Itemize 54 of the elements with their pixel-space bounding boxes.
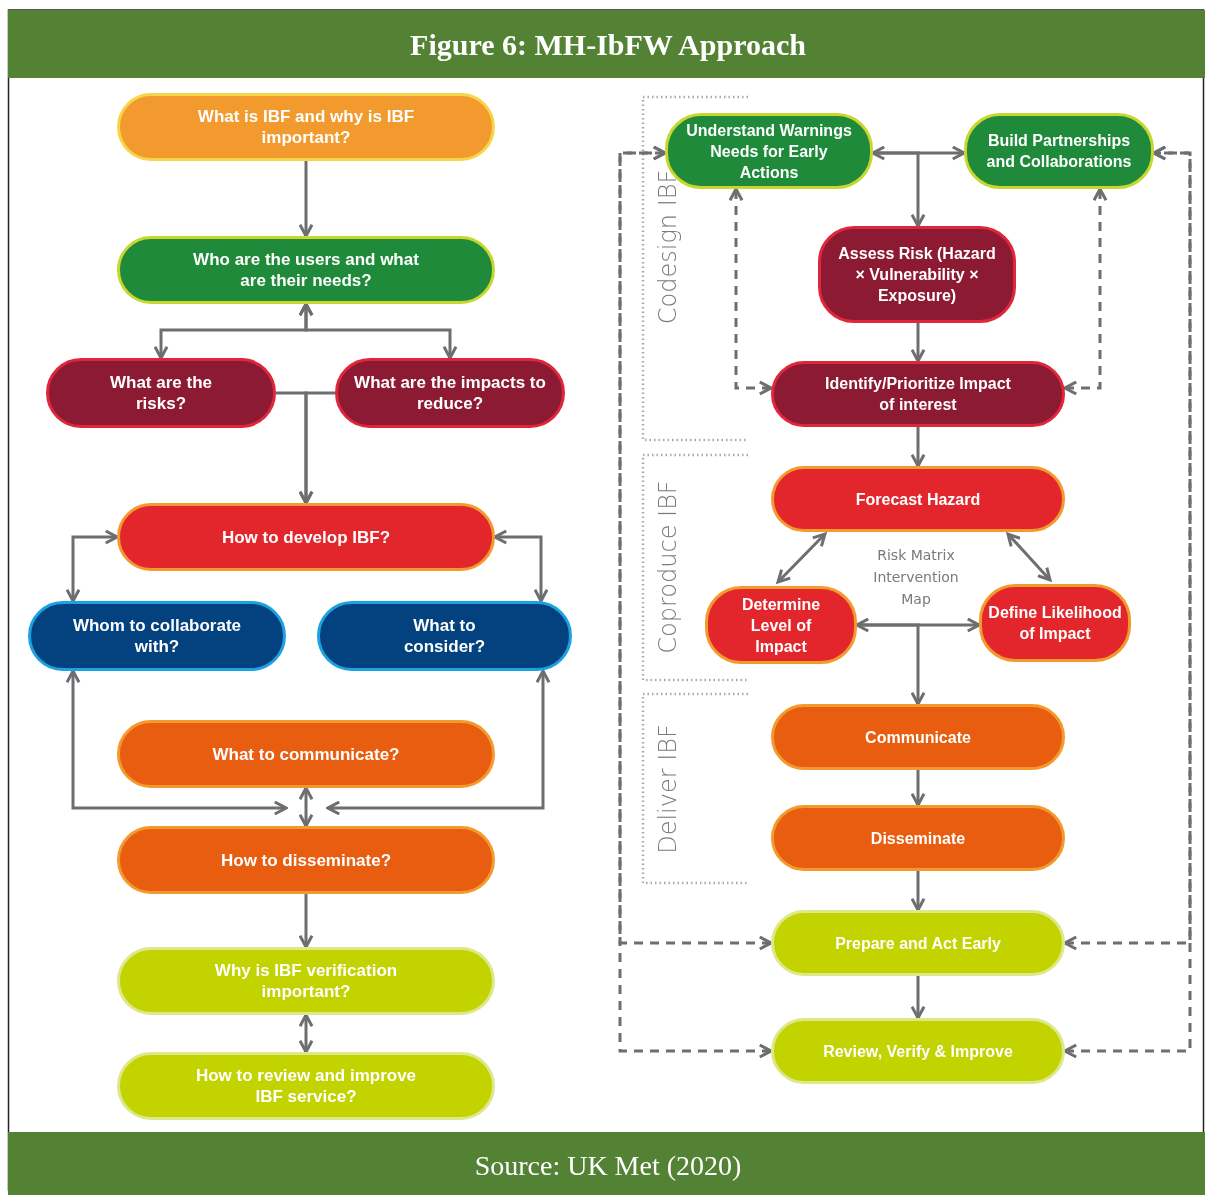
- section-label: Coproduce IBF: [654, 480, 682, 654]
- box-label: Disseminate: [870, 828, 966, 849]
- box-label: What to consider?: [402, 615, 487, 657]
- box-label: Why is IBF verification important?: [213, 960, 399, 1002]
- box-label: How to review and improve IBF service?: [194, 1065, 418, 1107]
- box-label: What are the impacts to reduce?: [353, 372, 547, 414]
- arrow: [298, 1013, 314, 1054]
- arrow: [776, 532, 827, 584]
- arrow: [910, 770, 926, 807]
- process-box: [705, 586, 857, 664]
- box-label: Define Likelihood of Impact: [987, 603, 1123, 644]
- arrow: [855, 617, 981, 633]
- box-label: Who are the users and what are their needs?: [192, 249, 420, 291]
- box-label: Whom to collaborate with?: [71, 615, 243, 657]
- box-label: Determine Level of Impact: [740, 594, 822, 657]
- arrow: [298, 161, 314, 238]
- box-label: Identify/Prioritize Impact of interest: [824, 374, 1012, 415]
- box-label: Assess Risk (Hazard × Vulnerability × Exposure): [837, 244, 997, 306]
- arrow: [65, 529, 119, 603]
- arrow: [65, 669, 288, 816]
- arrow: [910, 323, 926, 363]
- figure-title: Figure 6: MH-IbFW Approach: [410, 28, 806, 62]
- arrow: [910, 427, 926, 468]
- arrow: [1006, 532, 1052, 582]
- arrow: [298, 786, 314, 828]
- process-box: [964, 113, 1154, 189]
- arrow: [857, 623, 926, 706]
- arrow: [298, 302, 458, 360]
- arrow: [910, 871, 926, 912]
- box-label: Review, Verify & Improve: [823, 1041, 1013, 1062]
- arrow: [871, 145, 966, 161]
- arrow: [298, 391, 335, 505]
- section-label: Codesign IBF: [654, 169, 682, 325]
- box-label: Communicate: [865, 727, 971, 748]
- arrow: [910, 976, 926, 1020]
- arrow: [326, 669, 551, 816]
- box-label: Prepare and Act Early: [835, 933, 1001, 954]
- box-label: What are the risks?: [109, 372, 213, 414]
- box-label: What to communicate?: [212, 743, 400, 765]
- dashed-arrow: [728, 187, 773, 396]
- box-label: Forecast Hazard: [855, 489, 981, 510]
- box-label: Understand Warnings Needs for Early Actions: [685, 120, 853, 183]
- process-box: [818, 226, 1016, 323]
- box-label: How to develop IBF?: [221, 526, 391, 548]
- process-box: [979, 584, 1131, 662]
- source-caption: Source: UK Met (2020): [474, 1150, 742, 1182]
- box-label: Build Partnerships and Collaborations: [985, 131, 1133, 172]
- arrow: [298, 894, 314, 949]
- dashed-arrow: [1063, 187, 1108, 396]
- box-label: How to disseminate?: [221, 849, 391, 871]
- arrow: [873, 151, 926, 228]
- section-label: Deliver IBF: [654, 724, 682, 854]
- arrow: [493, 529, 549, 603]
- box-label: What is IBF and why is IBF important?: [196, 106, 416, 148]
